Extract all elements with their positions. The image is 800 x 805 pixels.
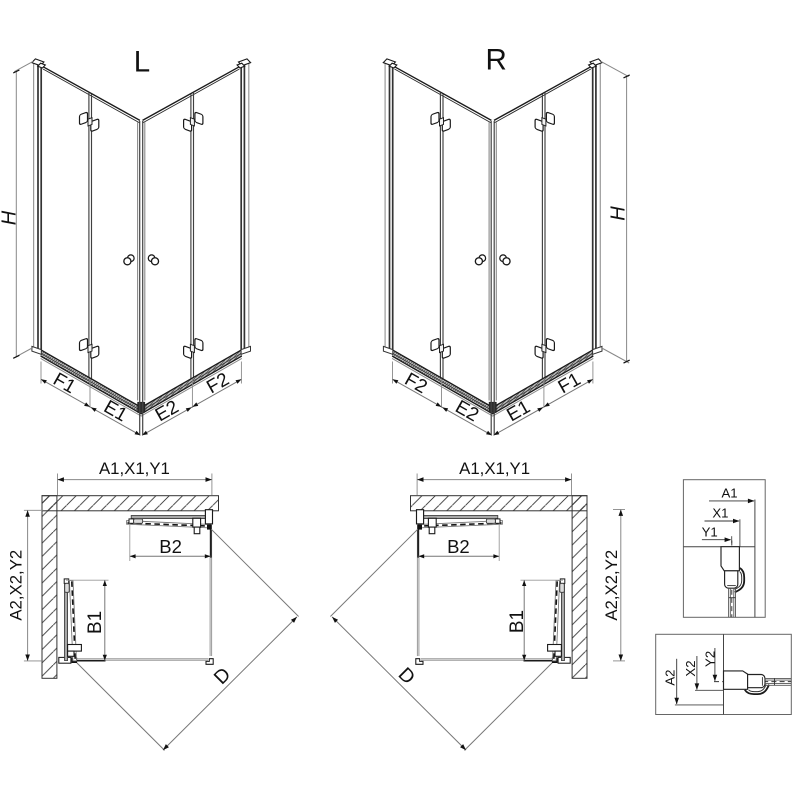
svg-text:B2: B2: [447, 536, 470, 557]
svg-text:B2: B2: [159, 536, 182, 557]
svg-text:A2,X2,Y2: A2,X2,Y2: [7, 550, 26, 621]
svg-text:H: H: [0, 210, 21, 225]
svg-text:A2: A2: [663, 670, 678, 686]
svg-text:L: L: [134, 45, 150, 78]
svg-text:X2: X2: [683, 660, 698, 676]
svg-text:H: H: [608, 206, 630, 221]
svg-text:B1: B1: [85, 611, 106, 634]
svg-text:Y1: Y1: [702, 524, 718, 539]
svg-text:A1,X1,Y1: A1,X1,Y1: [459, 459, 530, 478]
svg-text:R: R: [486, 43, 507, 76]
svg-text:Y2: Y2: [703, 651, 718, 667]
svg-text:A1: A1: [722, 485, 738, 500]
svg-text:A1,X1,Y1: A1,X1,Y1: [99, 459, 170, 478]
svg-text:X1: X1: [712, 506, 728, 521]
svg-text:B1: B1: [507, 610, 528, 633]
svg-text:A2,X2,Y2: A2,X2,Y2: [602, 550, 621, 621]
